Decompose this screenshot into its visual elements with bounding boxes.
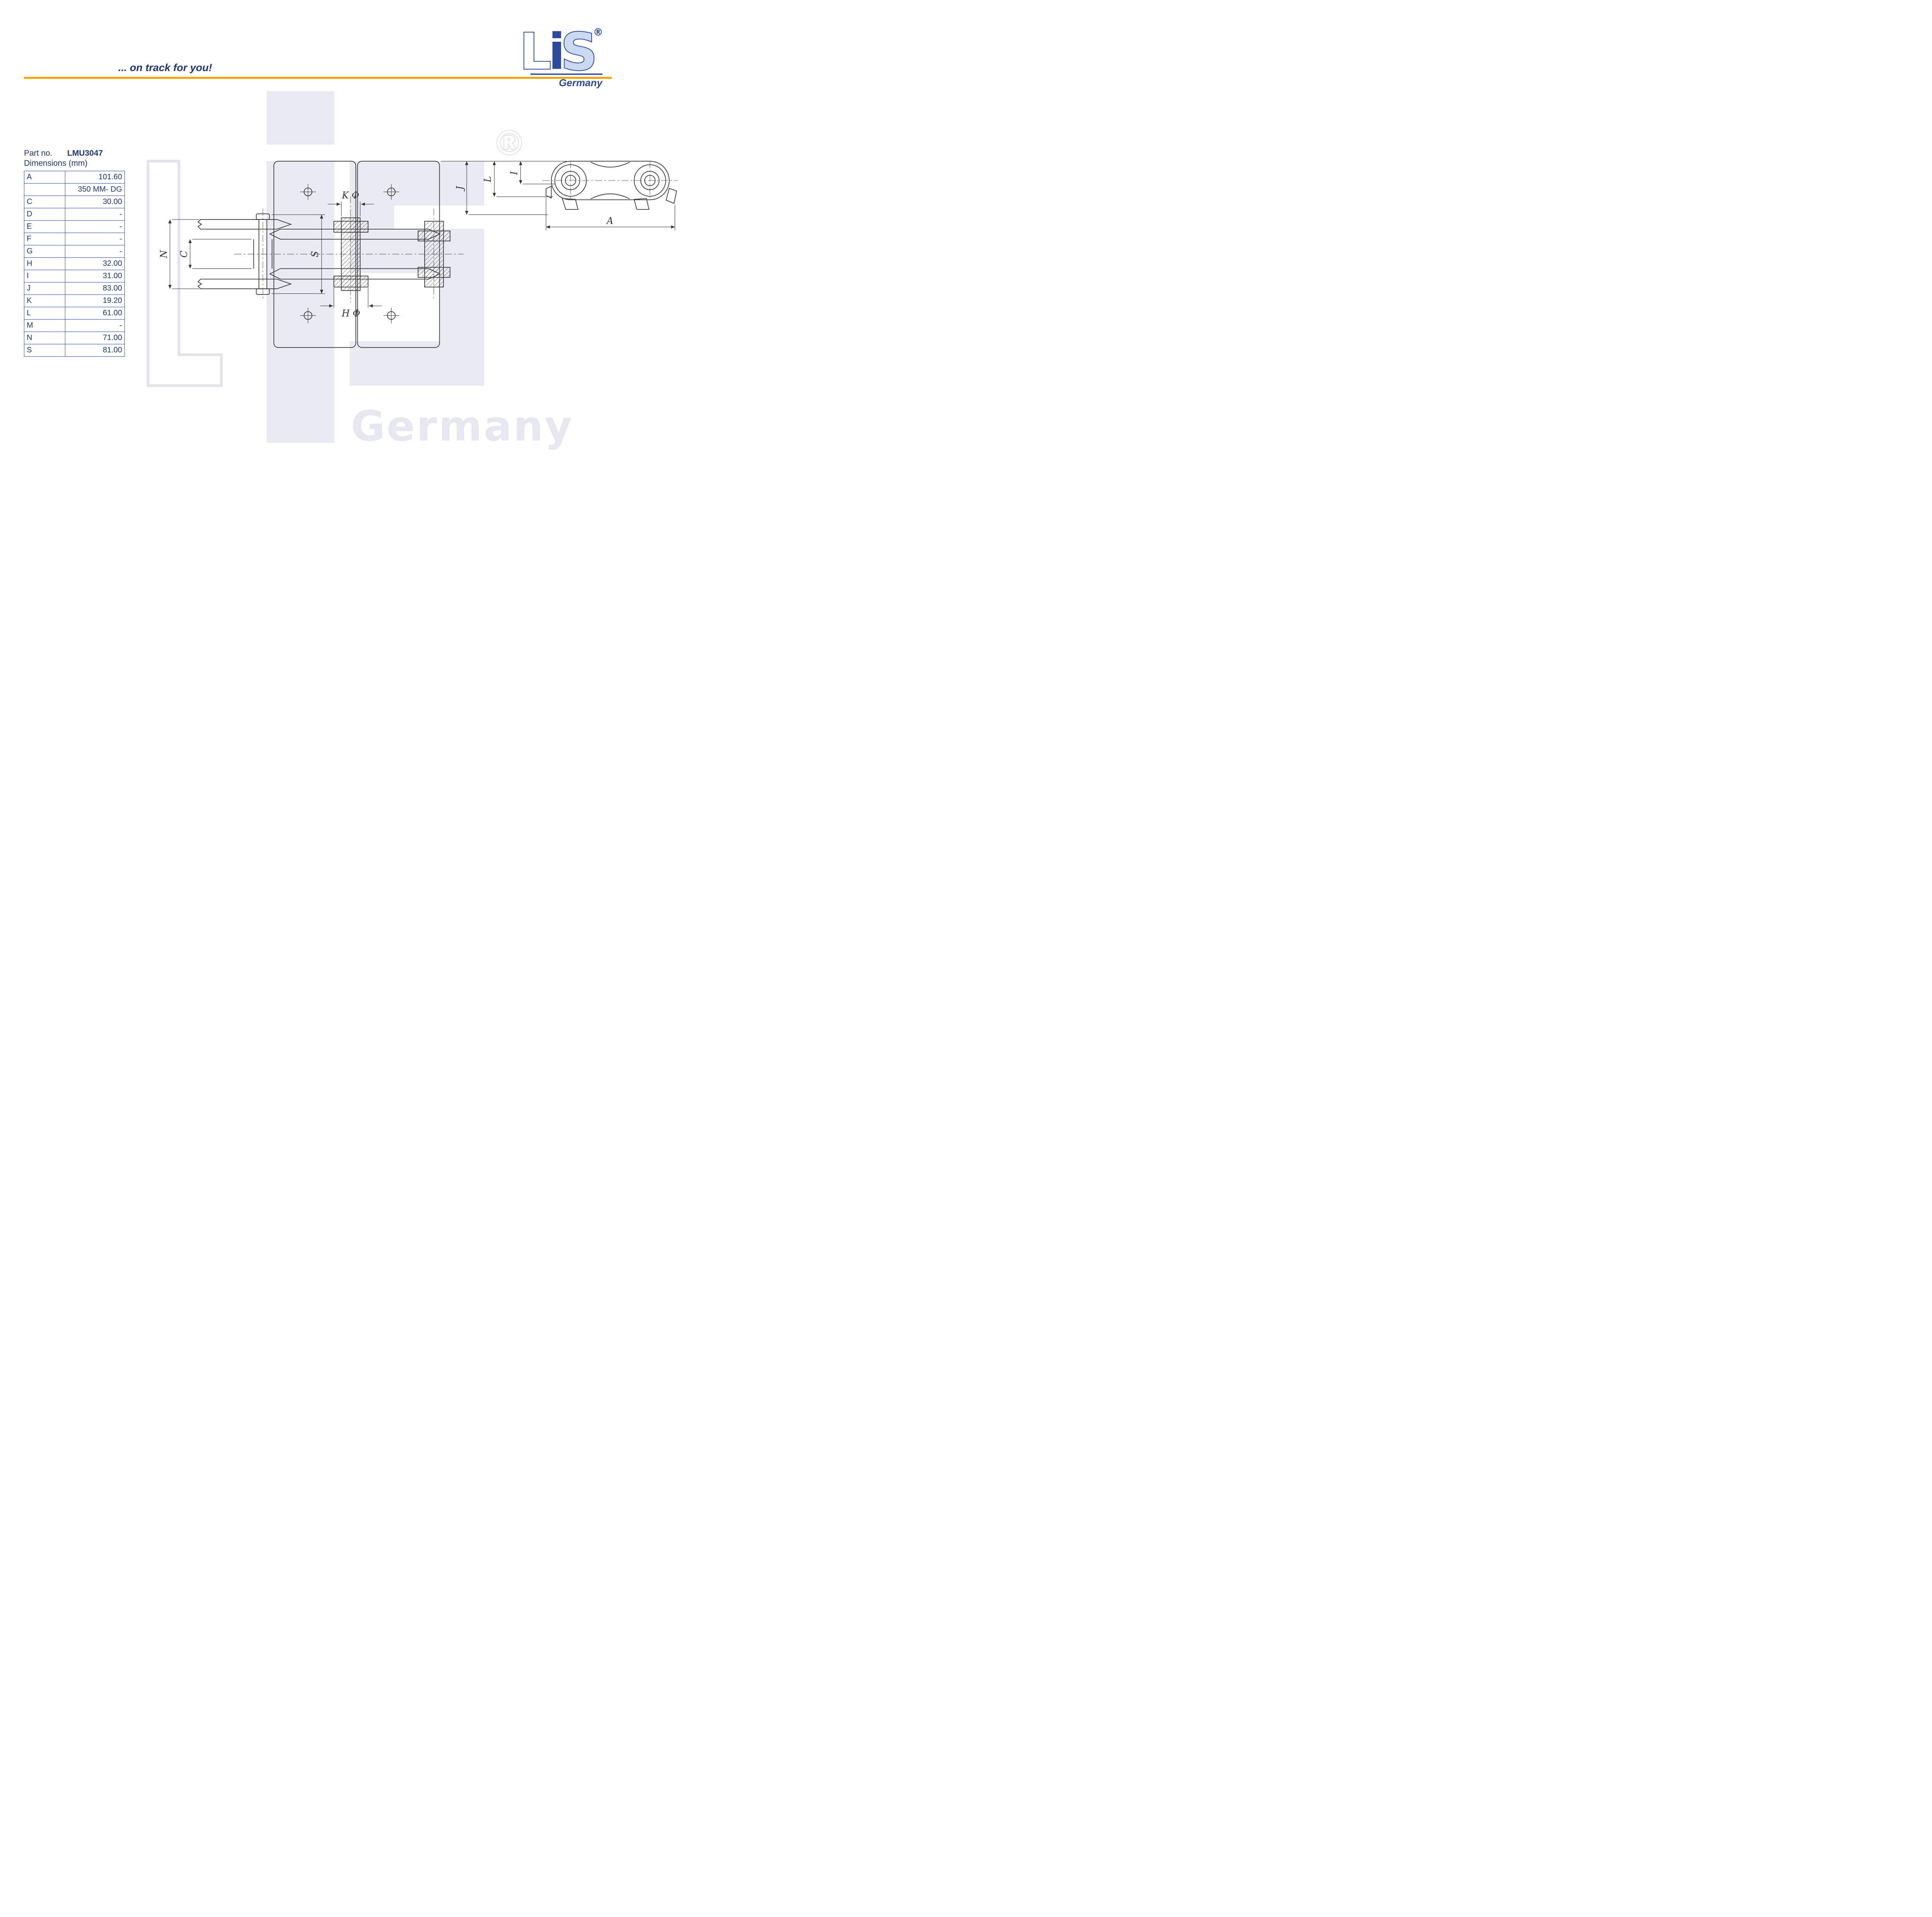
watermark-letter-i-stem: [267, 161, 334, 443]
dimension-n: N: [158, 219, 199, 289]
plate-holes: [300, 184, 400, 323]
watermark-registered-mark: ®: [493, 124, 526, 163]
datasheet-page: ® Germany ... on track for you! L i S ® …: [0, 0, 678, 479]
dimension-c: C: [179, 239, 252, 269]
dimension-l: L: [482, 161, 553, 197]
left-pin: [253, 213, 273, 295]
centerlines: [234, 161, 678, 303]
logo-letter-s: S: [561, 23, 597, 82]
dimension-h: H Φ: [320, 288, 382, 319]
dim-key: G: [24, 245, 65, 258]
dimension-a: A: [546, 197, 675, 231]
dim-value: 350 MM- DG: [65, 183, 125, 196]
dim-value: -: [65, 245, 125, 258]
dim-label-s: S: [310, 251, 320, 257]
dimension-k: K Φ: [328, 190, 374, 217]
dim-key: C: [24, 196, 65, 208]
dim-value: 101.60: [65, 171, 125, 184]
dimension-j: J: [455, 161, 548, 215]
watermark-letter-i-dot: [267, 91, 334, 145]
dim-key: N: [24, 332, 65, 344]
logo-letter-i: i: [548, 23, 565, 81]
dim-label-j: J: [455, 185, 466, 191]
dim-value: 31.00: [65, 270, 125, 282]
logo-registered-mark: ®: [593, 27, 603, 38]
dim-value: -: [65, 220, 125, 233]
dim-key: H: [24, 257, 65, 270]
dim-label-l: L: [482, 176, 493, 183]
dim-key: J: [24, 282, 65, 295]
dim-key: K: [24, 294, 65, 307]
dimension-s: S: [271, 214, 325, 294]
dim-value: 30.00: [65, 196, 125, 208]
dim-value: 83.00: [65, 282, 125, 295]
dim-value: 19.20: [65, 294, 125, 307]
company-tagline: ... on track for you!: [118, 62, 213, 73]
dim-value: -: [65, 233, 125, 245]
dim-key: E: [24, 220, 65, 233]
dim-row-d: D-: [24, 208, 125, 221]
dim-row-b: 350 MM- DG: [24, 183, 125, 196]
dim-value: -: [65, 208, 125, 221]
dim-value: 32.00: [65, 257, 125, 270]
dim-label-n: N: [158, 250, 169, 259]
dim-row-m: M-: [24, 319, 125, 332]
dim-row-e: E-: [24, 220, 125, 233]
dim-key: S: [24, 344, 65, 357]
dim-label-a: A: [606, 215, 613, 226]
logo-letter-l: L: [520, 23, 551, 81]
dim-row-g: G-: [24, 245, 125, 258]
watermark-letter-s: [350, 161, 484, 386]
dim-value: 81.00: [65, 344, 125, 357]
dim-value: 61.00: [65, 307, 125, 320]
dim-key: A: [24, 171, 65, 184]
watermark-letter-l: [146, 160, 223, 387]
header-orange-rule: [24, 77, 612, 79]
background-watermark: ® Germany: [146, 91, 573, 451]
dim-label-h-phi: H Φ: [341, 308, 360, 319]
part-number-line: Part no. LMU3047: [24, 148, 125, 159]
dim-key: [24, 183, 65, 196]
right-pin-section: [417, 221, 451, 287]
part-no-label: Part no.: [24, 149, 53, 158]
logo-country-text: Germany: [559, 77, 603, 88]
side-view: [546, 161, 677, 210]
dim-row-f: F-: [24, 233, 125, 245]
dim-key: F: [24, 233, 65, 245]
dim-key: I: [24, 270, 65, 282]
dim-label-i: I: [509, 171, 519, 175]
dim-label-k-phi: K Φ: [342, 190, 359, 201]
part-no-value: LMU3047: [67, 149, 103, 158]
dimension-i: I: [509, 161, 555, 184]
dimensions-label: Dimensions (mm): [24, 159, 88, 168]
dim-key: L: [24, 307, 65, 320]
dim-key: M: [24, 319, 65, 332]
dim-key: D: [24, 208, 65, 221]
dim-value: 71.00: [65, 332, 125, 344]
dim-label-c: C: [179, 251, 189, 258]
center-pin-section: [333, 217, 369, 291]
dim-value: -: [65, 319, 125, 332]
watermark-germany-text: Germany: [351, 402, 573, 451]
technical-drawing: N C S K Φ H Φ: [158, 161, 678, 348]
lis-logo: L i S ® Germany: [520, 23, 603, 88]
